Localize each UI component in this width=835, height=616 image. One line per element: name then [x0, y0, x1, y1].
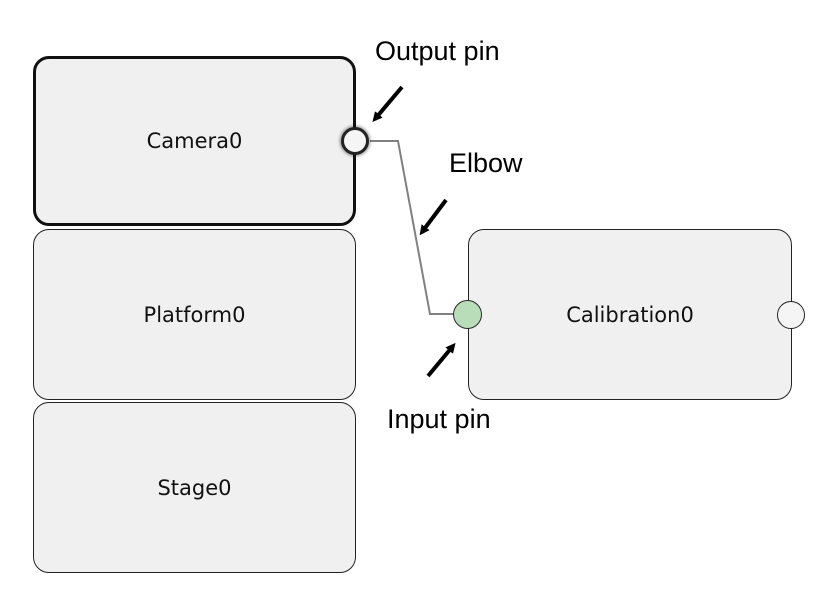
elbow-annotation: Elbow [449, 148, 523, 178]
output-pin-annotation: Output pin [375, 36, 500, 66]
input-pin-pointer-arrow [426, 342, 456, 378]
stage-node-label: Stage0 [157, 475, 232, 500]
calibration-node[interactable]: Calibration0 [468, 229, 792, 400]
output-pin-pointer-arrow [372, 85, 404, 123]
camera-node-label: Camera0 [146, 129, 243, 153]
connection-wire[interactable] [370, 140, 454, 315]
calibration-input-pin[interactable] [453, 300, 482, 329]
calibration-node-label: Calibration0 [566, 302, 694, 327]
elbow-pointer-arrow [419, 198, 448, 236]
camera-output-pin[interactable] [341, 127, 369, 155]
platform-node-label: Platform0 [143, 302, 246, 327]
input-pin-annotation: Input pin [387, 404, 491, 434]
calibration-output-pin[interactable] [777, 301, 805, 329]
platform-node[interactable]: Platform0 [33, 229, 356, 400]
stage-node[interactable]: Stage0 [33, 402, 356, 573]
camera-node[interactable]: Camera0 [33, 56, 356, 226]
